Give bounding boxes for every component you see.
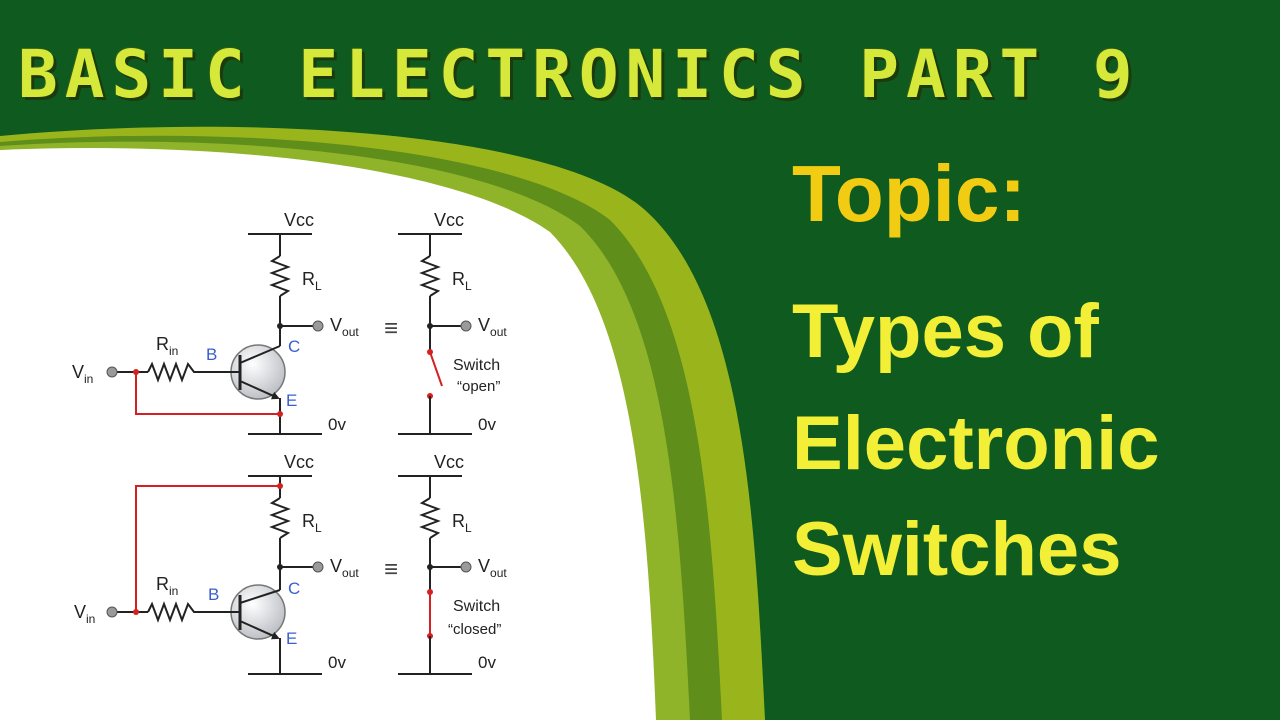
switch-state-label: “closed” <box>448 621 501 638</box>
open-switch-equivalent: Vcc RL Vout Switch “open” 0v <box>398 210 507 435</box>
ground-label: 0v <box>328 653 346 672</box>
rl-label: RL <box>302 511 322 535</box>
vcc-label: Vcc <box>284 452 314 472</box>
vcc-label: Vcc <box>434 452 464 472</box>
collector-label: C <box>288 579 300 598</box>
input-resistor <box>147 601 200 623</box>
ground-label: 0v <box>328 415 346 434</box>
closed-switch-equivalent: Vcc RL Vout Switch “closed” 0v <box>398 452 507 675</box>
transistor-circuit-on: Vcc RL Vout ≡ B C E Rin Vin 0v <box>74 452 398 675</box>
vout-terminal <box>312 320 324 332</box>
vout-label: Vout <box>478 556 507 580</box>
rl-label: RL <box>452 511 472 535</box>
collector-label: C <box>288 337 300 356</box>
white-panel <box>0 148 656 720</box>
switch-label: Switch <box>453 598 500 615</box>
transistor-circuit-off: Vcc RL Vout ≡ B C E Rin Vin 0v <box>72 210 398 435</box>
base-label: B <box>206 345 217 364</box>
red-wire-to-vcc <box>135 485 280 612</box>
rin-label: Rin <box>156 574 178 598</box>
topic-line-2: Electronic <box>792 401 1160 486</box>
vout-label: Vout <box>478 315 507 339</box>
load-resistor <box>419 497 441 539</box>
vout-terminal <box>460 320 472 332</box>
rl-label: RL <box>452 269 472 293</box>
vout-terminal <box>312 561 324 573</box>
vcc-label: Vcc <box>434 210 464 230</box>
emitter-label: E <box>286 391 297 410</box>
load-resistor <box>269 497 291 539</box>
vout-terminal <box>460 561 472 573</box>
topic-label: Topic: <box>792 149 1027 238</box>
vin-label: Vin <box>72 362 93 386</box>
load-resistor <box>269 255 291 297</box>
vcc-label: Vcc <box>284 210 314 230</box>
equivalence-symbol: ≡ <box>384 556 398 583</box>
ground-label: 0v <box>478 415 496 434</box>
switch-label: Switch <box>453 357 500 374</box>
vin-terminal <box>106 606 118 618</box>
vin-label: Vin <box>74 602 95 626</box>
emitter-label: E <box>286 629 297 648</box>
page-title: BASIC ELECTRONICS PART 9 <box>18 36 1140 113</box>
topic-line-3: Switches <box>792 507 1122 592</box>
input-resistor <box>147 361 200 383</box>
open-switch-blade <box>429 351 443 387</box>
ground-label: 0v <box>478 653 496 672</box>
rin-label: Rin <box>156 334 178 358</box>
equivalence-symbol: ≡ <box>384 315 398 342</box>
vout-label: Vout <box>330 556 359 580</box>
rl-label: RL <box>302 269 322 293</box>
red-wire-to-ground <box>135 372 280 415</box>
topic-line-1: Types of <box>792 289 1099 374</box>
base-label: B <box>208 585 219 604</box>
vout-label: Vout <box>330 315 359 339</box>
switch-state-label: “open” <box>457 378 500 395</box>
load-resistor <box>419 255 441 297</box>
vin-terminal <box>106 366 118 378</box>
